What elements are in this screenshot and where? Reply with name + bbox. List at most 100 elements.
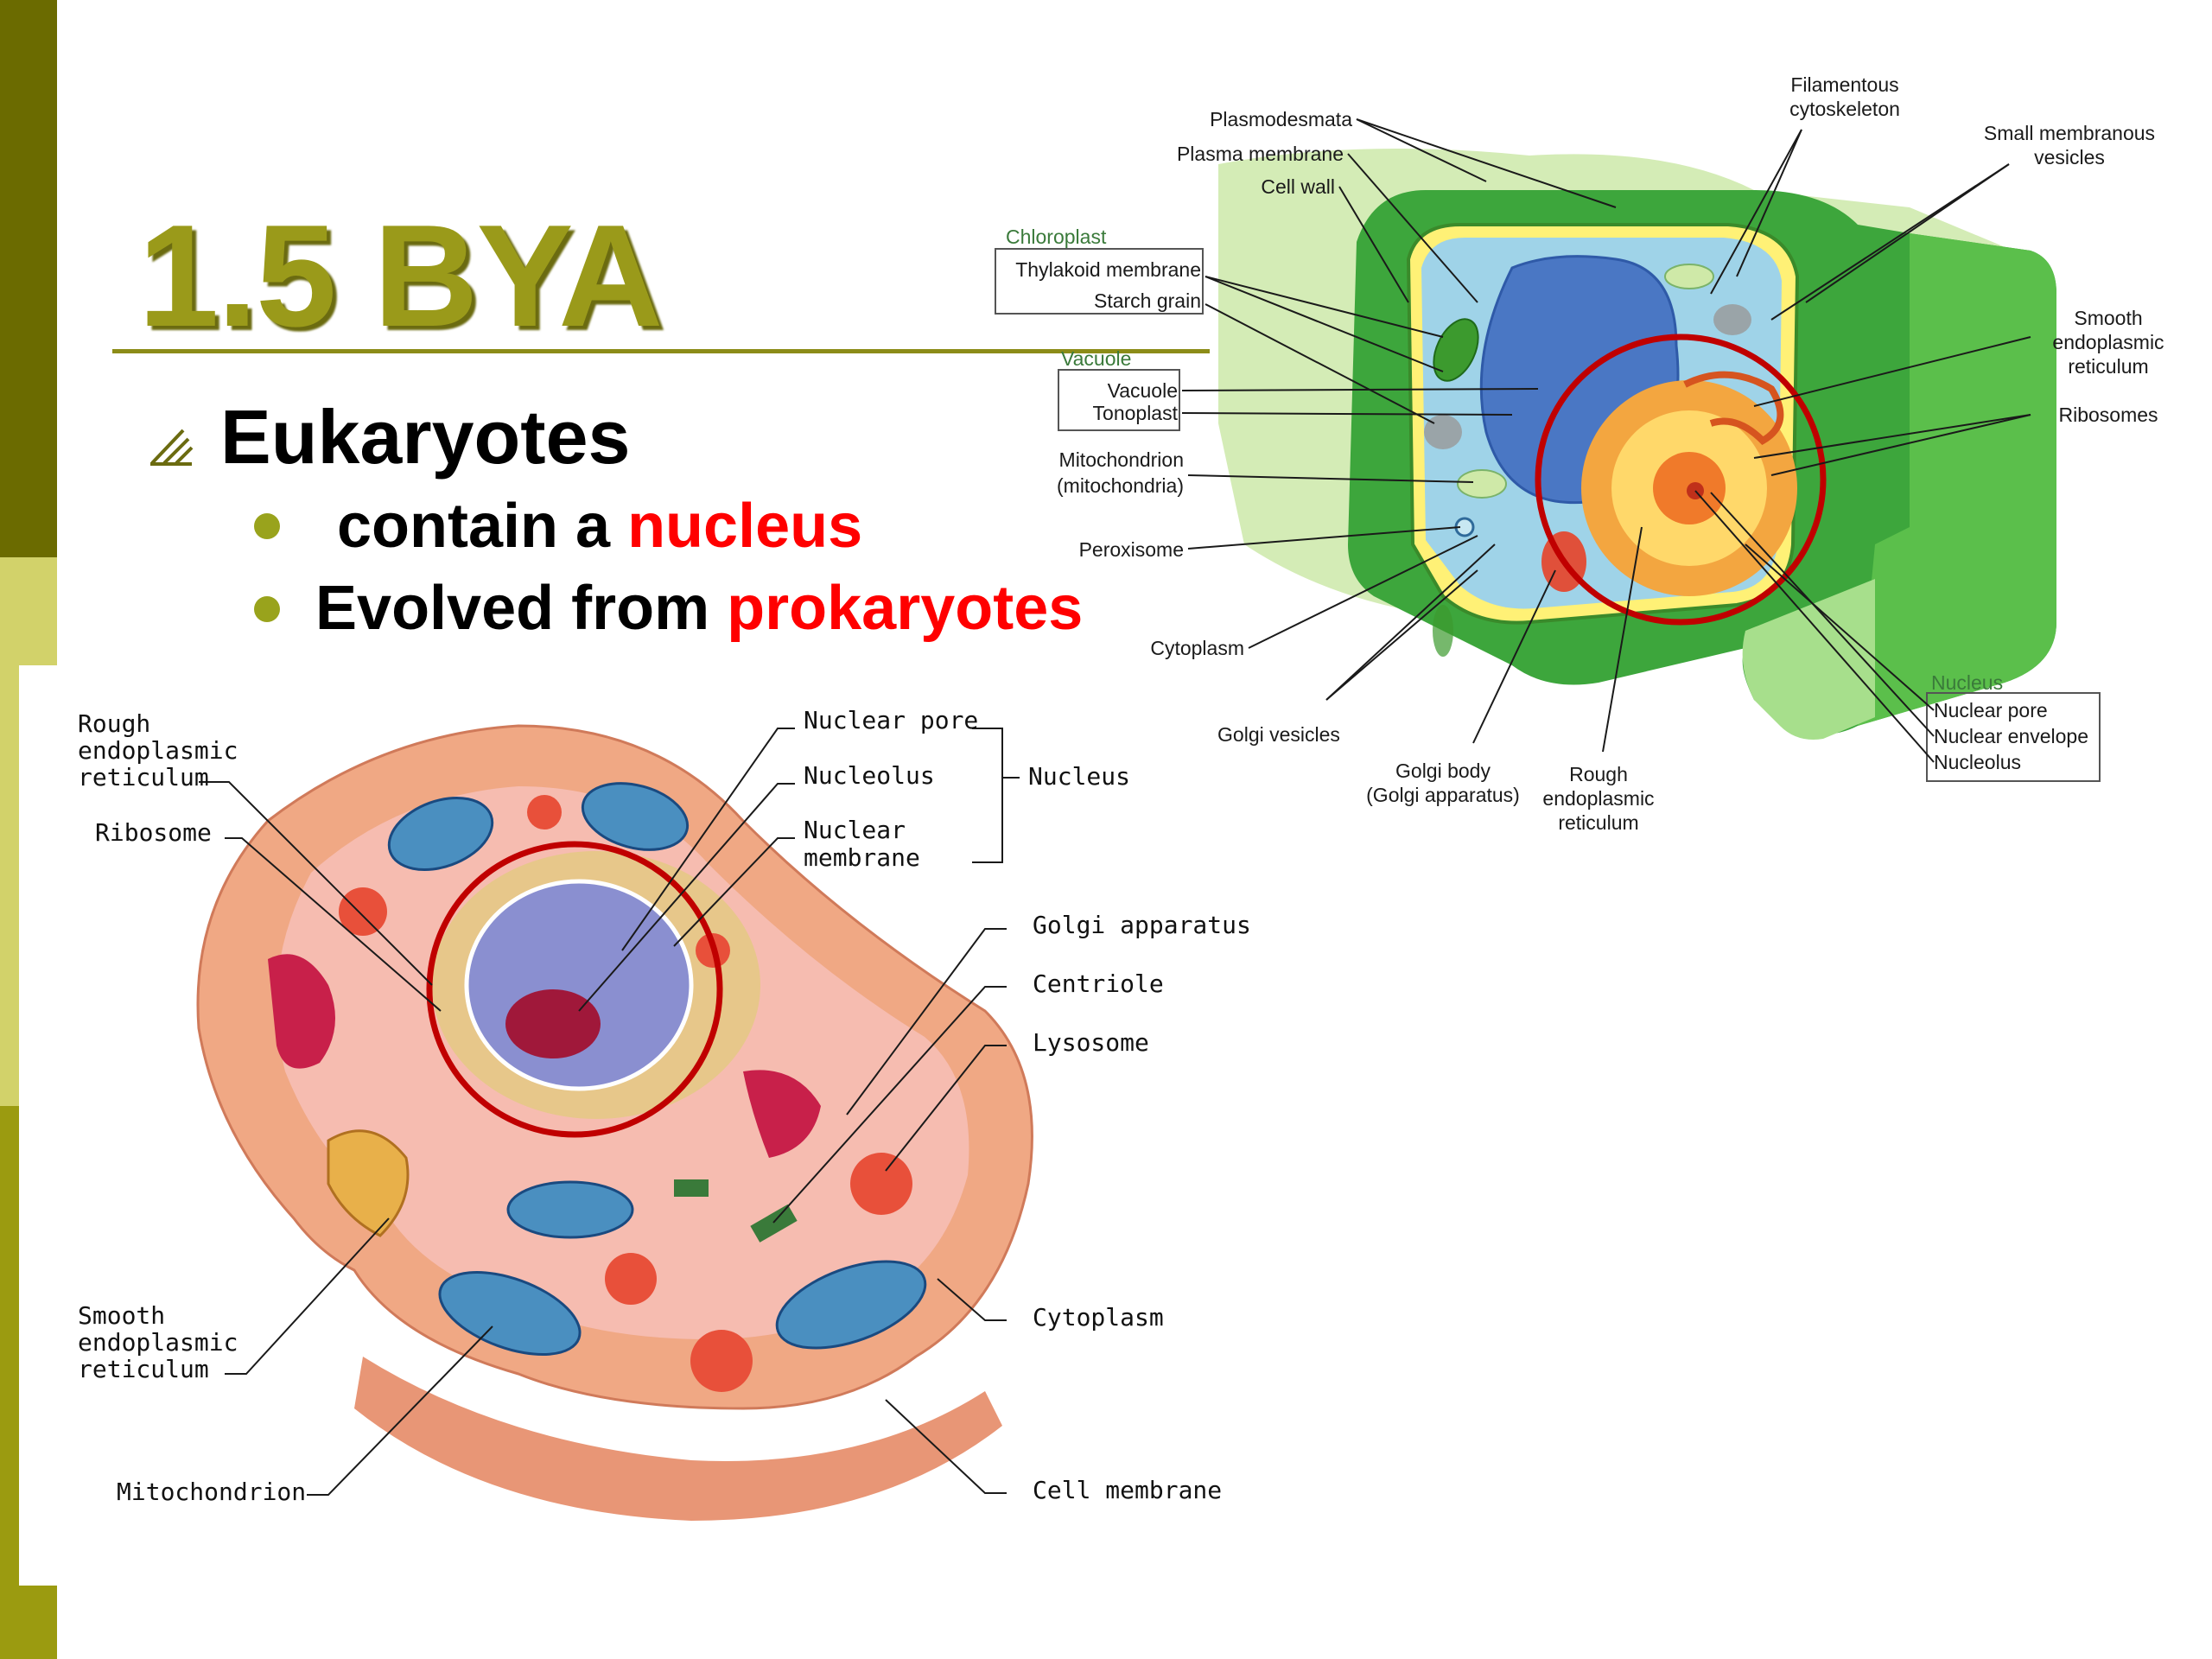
animal-golgi	[327, 1129, 410, 1237]
centriole-2	[674, 1179, 709, 1197]
sub-bullet-dot-2	[254, 596, 280, 622]
lysosome-4	[605, 1253, 657, 1305]
sub-bullet-2: Evolved from prokaryotes	[315, 577, 1083, 639]
label-smooth-er-1: Smooth	[2074, 307, 2142, 329]
starch-grain	[1424, 415, 1462, 449]
nucleus-body	[464, 879, 694, 1091]
label-thylakoid-membrane: Thylakoid membrane	[1015, 258, 1201, 281]
label-golgi-apparatus: (Golgi apparatus)	[1366, 784, 1520, 806]
animal-label-rough-er-2: endoplasmic	[78, 736, 238, 765]
left-bar-dark-top	[0, 0, 57, 557]
mitochondrion-e	[775, 1260, 927, 1350]
animal-label-rough-er-1: Rough	[78, 709, 150, 738]
label-rough-er-3: reticulum	[1558, 811, 1638, 834]
mitochondrion-a	[387, 796, 494, 872]
animal-label-nuclear-pore: Nuclear pore	[804, 706, 978, 734]
label-nucleolus: Nucleolus	[1934, 751, 2021, 773]
label-golgi-vesicles: Golgi vesicles	[1217, 723, 1340, 746]
lysosome-3	[850, 1153, 912, 1215]
animal-label-golgi: Golgi apparatus	[1033, 911, 1251, 939]
animal-cell-diagram: Rough endoplasmic reticulum Ribosome Nuc…	[78, 706, 1251, 1521]
animal-label-smooth-er-3: reticulum	[78, 1355, 209, 1383]
animal-label-smooth-er-2: endoplasmic	[78, 1328, 238, 1357]
label-nuclear-pore: Nuclear pore	[1934, 699, 2048, 721]
animal-leader-lines	[199, 728, 1007, 1496]
label-nucleus-group: Nucleus	[1931, 671, 2003, 694]
animal-label-centriole: Centriole	[1033, 969, 1164, 998]
animal-label-nuclear-membrane-2: membrane	[804, 843, 920, 872]
hatch-bullet-icon	[150, 429, 194, 466]
animal-label-cell-membrane: Cell membrane	[1033, 1476, 1222, 1504]
bullet-eukaryotes: Eukaryotes	[220, 394, 631, 480]
sub-bullet-1-text: contain a	[337, 492, 611, 561]
animal-nucleus-highlight-circle	[426, 841, 723, 1138]
animal-nucleolus	[505, 989, 601, 1058]
mitochondrion-c	[506, 1180, 634, 1239]
label-small-vesicles-1: Small membranous	[1984, 122, 2155, 144]
mitochondrion-d	[438, 1270, 582, 1357]
animal-rough-er	[268, 954, 335, 1069]
mitochondrion	[1457, 469, 1507, 499]
sub-bullet-1: contain a nucleus	[337, 495, 862, 557]
lysosome-5	[690, 1330, 753, 1392]
sub-bullet-2-highlight: prokaryotes	[727, 574, 1084, 643]
label-filamentous: Filamentous	[1790, 73, 1898, 96]
title-underline	[112, 349, 1210, 353]
label-mitochondria: (mitochondria)	[1057, 474, 1184, 497]
animal-label-cytoplasm: Cytoplasm	[1033, 1303, 1164, 1332]
cell-membrane-cut	[354, 1357, 1002, 1521]
label-starch-grain: Starch grain	[1094, 289, 1201, 312]
chloroplast	[1433, 318, 1479, 382]
label-cell-wall: Cell wall	[1261, 175, 1335, 198]
label-tonoplast: Tonoplast	[1093, 402, 1179, 424]
cell-wall-right-face	[1858, 233, 2056, 726]
label-cytoplasm: Cytoplasm	[1150, 637, 1244, 659]
label-peroxisome: Peroxisome	[1079, 538, 1184, 561]
chloroplast-2	[1433, 605, 1453, 657]
animal-label-rough-er-3: reticulum	[78, 763, 209, 791]
label-vacuole-group: Vacuole	[1061, 347, 1131, 370]
nucleus-bracket	[972, 728, 1003, 863]
nucleus-highlight-circle	[1535, 334, 1827, 626]
label-smooth-er-2: endoplasmic	[2052, 331, 2164, 353]
mitochondrion-b	[581, 782, 690, 851]
label-rough-er-2: endoplasmic	[1542, 787, 1654, 810]
slide-title: 1.5 BYA	[138, 194, 663, 357]
label-mitochondrion: Mitochondrion	[1059, 448, 1184, 471]
lysosome-2	[339, 887, 387, 936]
nucleus-label-box	[1926, 692, 2101, 782]
lysosome-1	[527, 795, 562, 830]
label-chloroplast: Chloroplast	[1006, 226, 1107, 248]
plant-leader-lines	[1181, 118, 2031, 763]
mitochondrion-2	[1664, 264, 1714, 289]
centriole	[750, 1204, 798, 1243]
animal-golgi-2	[743, 1070, 821, 1158]
animal-label-nuclear-membrane-1: Nuclear	[804, 816, 906, 844]
sub-bullet-dot-1	[254, 513, 280, 539]
animal-label-smooth-er-1: Smooth	[78, 1301, 165, 1330]
rough-er	[1683, 371, 1784, 445]
label-cytoskeleton: cytoskeleton	[1789, 98, 1900, 120]
granule	[1713, 304, 1751, 335]
animal-label-nucleolus: Nucleolus	[804, 761, 935, 790]
animal-label-lysosome: Lysosome	[1033, 1028, 1149, 1057]
animal-label-nucleus: Nucleus	[1028, 762, 1130, 791]
animal-label-ribosome: Ribosome	[95, 818, 212, 847]
plant-cell-diagram: Plasmodesmata Plasma membrane Cell wall …	[995, 73, 2164, 834]
label-rough-er-1: Rough	[1569, 763, 1628, 785]
left-bar-white-strip	[19, 665, 57, 1586]
cell-wall-bottom-face	[1742, 579, 1875, 740]
label-smooth-er-3: reticulum	[2068, 355, 2148, 378]
label-small-vesicles-2: vesicles	[2034, 146, 2105, 168]
vacuole-label-box	[1058, 369, 1180, 431]
label-ribosomes: Ribosomes	[2058, 404, 2158, 426]
animal-label-mitochondrion: Mitochondrion	[117, 1478, 306, 1506]
label-vacuole: Vacuole	[1108, 379, 1178, 402]
label-nuclear-envelope: Nuclear envelope	[1934, 725, 2088, 747]
chloroplast-label-box	[995, 248, 1204, 315]
label-golgi-body: Golgi body	[1395, 760, 1491, 782]
label-plasma-membrane: Plasma membrane	[1177, 143, 1344, 165]
sub-bullet-1-highlight: nucleus	[627, 492, 863, 561]
sub-bullet-2-text: Evolved from	[315, 574, 710, 643]
label-plasmodesmata: Plasmodesmata	[1210, 108, 1352, 130]
